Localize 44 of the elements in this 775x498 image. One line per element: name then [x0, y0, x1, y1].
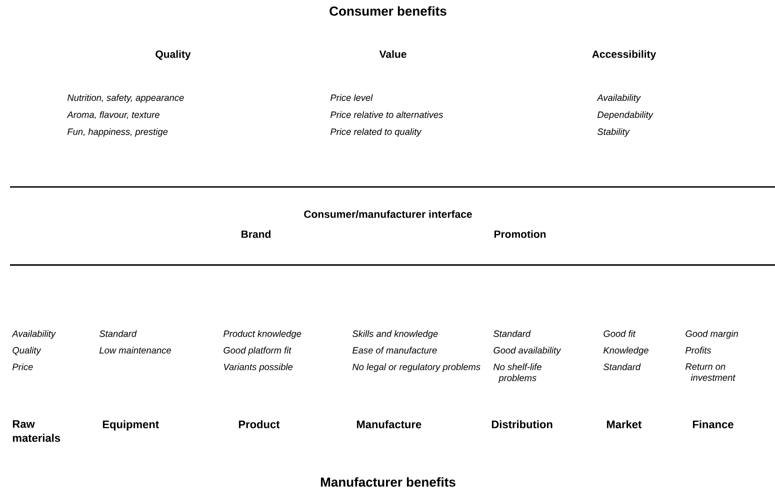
- list-item: Price: [12, 363, 33, 370]
- list-item: Stability: [597, 128, 630, 137]
- column-heading: Equipment: [102, 420, 159, 430]
- column-heading: Finance: [692, 420, 734, 428]
- column-heading: Market: [606, 420, 642, 428]
- list-item: Profits: [686, 346, 712, 354]
- list-item: Nutrition, safety, appearance: [67, 94, 184, 103]
- list-item: Good margin: [686, 330, 738, 339]
- list-item: Availability: [596, 94, 641, 103]
- column-heading: Product: [238, 420, 280, 428]
- list-item: No shelf-life problems: [494, 363, 542, 383]
- column-heading: Consumer/manufacturer interface: [304, 210, 472, 218]
- column-heading: Accessibility: [592, 50, 656, 60]
- column-heading: Promotion: [494, 230, 546, 238]
- list-item: Knowledge: [604, 346, 648, 356]
- list-item: No legal or regulatory problems: [352, 363, 480, 372]
- column-heading: Distribution: [492, 420, 552, 428]
- list-item: Variants possible: [224, 363, 293, 372]
- list-item: Aroma, flavour, texture: [66, 111, 160, 120]
- list-item: Fun, happiness, prestige: [67, 128, 168, 137]
- column-heading: Raw materials: [12, 420, 60, 442]
- heading: Manufacturer benefits: [320, 477, 456, 487]
- list-item: Return on investment: [686, 363, 736, 381]
- list-item: Price relative to alternatives: [330, 111, 443, 118]
- list-item: Standard: [493, 330, 531, 337]
- list-item: Good availability: [494, 346, 562, 356]
- list-item: Standard: [603, 363, 641, 370]
- list-item: Product knowledge: [224, 330, 302, 339]
- list-item: Ease of manufacture: [352, 346, 437, 354]
- list-item: Standard: [99, 330, 137, 337]
- list-item: Price related to quality: [330, 128, 422, 137]
- list-item: Skills and knowledge: [352, 330, 438, 339]
- column-heading: Quality: [156, 50, 191, 60]
- column-heading: Brand: [242, 230, 270, 238]
- list-item: Dependability: [598, 111, 654, 120]
- list-item: Good fit: [604, 330, 636, 337]
- heading: Consumer benefits: [330, 6, 446, 16]
- list-item: Quality: [12, 346, 42, 356]
- list-item: Good platform fit: [224, 346, 292, 356]
- column-heading: Manufacture: [356, 420, 422, 428]
- list-item: Availability: [12, 330, 56, 339]
- list-item: Price level: [330, 94, 373, 101]
- column-heading: Value: [379, 50, 406, 58]
- list-item: Low maintenance: [99, 346, 171, 354]
